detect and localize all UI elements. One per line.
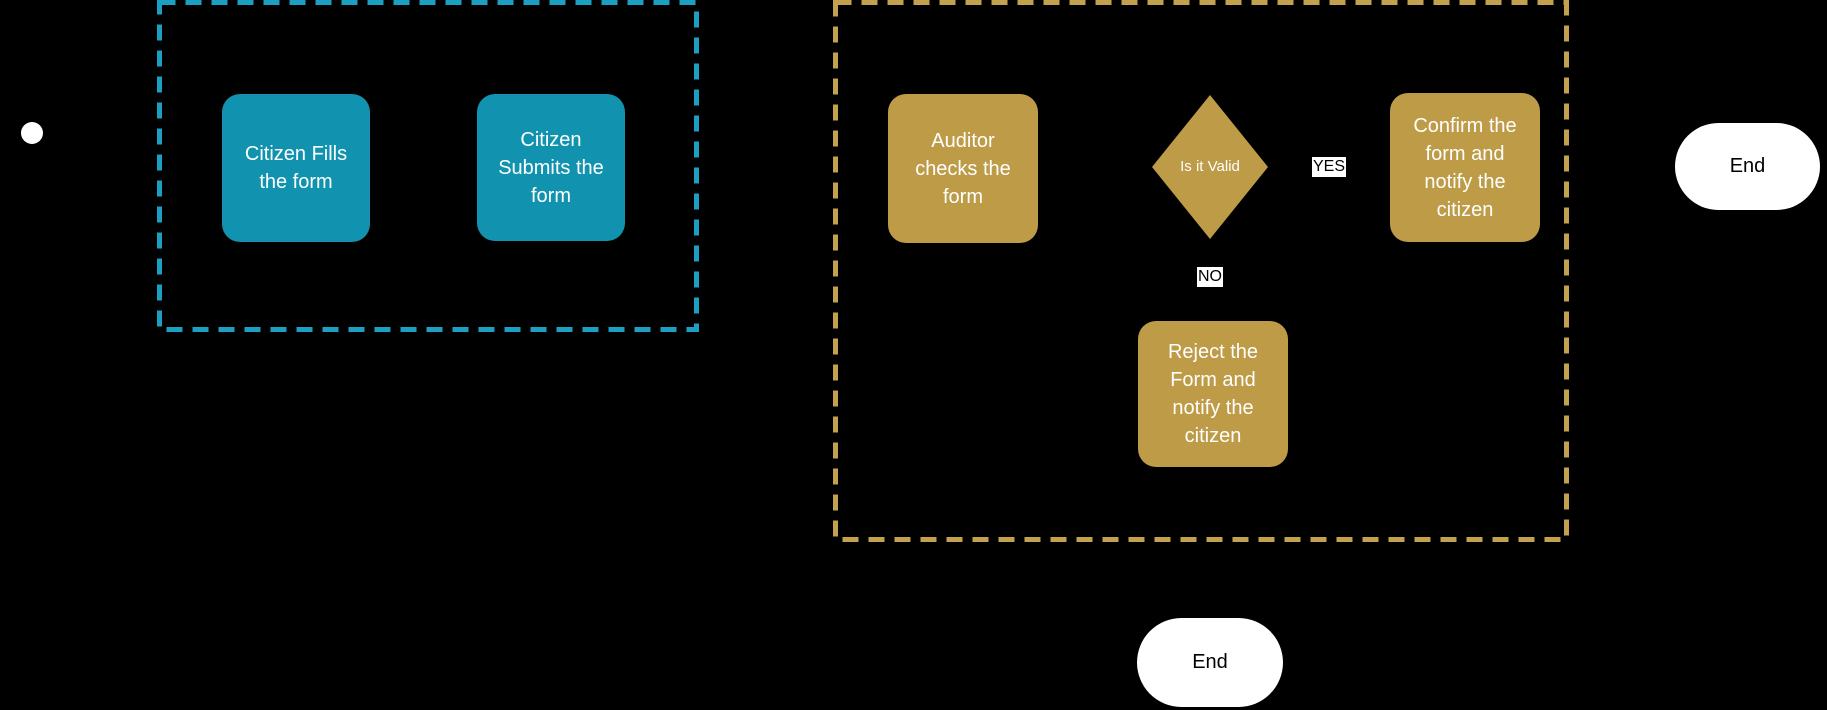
node-label: End: [1729, 155, 1766, 177]
edge-label-no: NO: [1197, 267, 1223, 287]
node-label: End: [1192, 651, 1228, 673]
node-auditor-checks-form: Auditor checks the form: [888, 94, 1038, 243]
node-reject-form-notify-citizen: Reject the Form and notify the citizen: [1138, 321, 1288, 467]
node-label: Is it Valid: [1180, 158, 1240, 175]
node-label: Citizen Fills the form: [244, 143, 348, 193]
end-node-right: End: [1675, 123, 1820, 210]
decision-is-it-valid: Is it Valid: [1152, 95, 1268, 239]
node-label: Reject the Form and notify the citizen: [1167, 341, 1259, 447]
edge-label-yes: YES: [1312, 157, 1347, 177]
start-node-circle: [21, 122, 43, 144]
node-label: Citizen Submits the form: [498, 128, 604, 207]
node-confirm-form-notify-citizen: Confirm the form and notify the citizen: [1390, 93, 1540, 242]
end-node-bottom: End: [1137, 618, 1283, 707]
node-citizen-fills-form: Citizen Fills the form: [222, 94, 370, 242]
node-label: Auditor checks the form: [915, 129, 1011, 208]
node-label: Confirm the form and notify the citizen: [1413, 114, 1517, 221]
node-citizen-submits-form: Citizen Submits the form: [477, 94, 625, 241]
